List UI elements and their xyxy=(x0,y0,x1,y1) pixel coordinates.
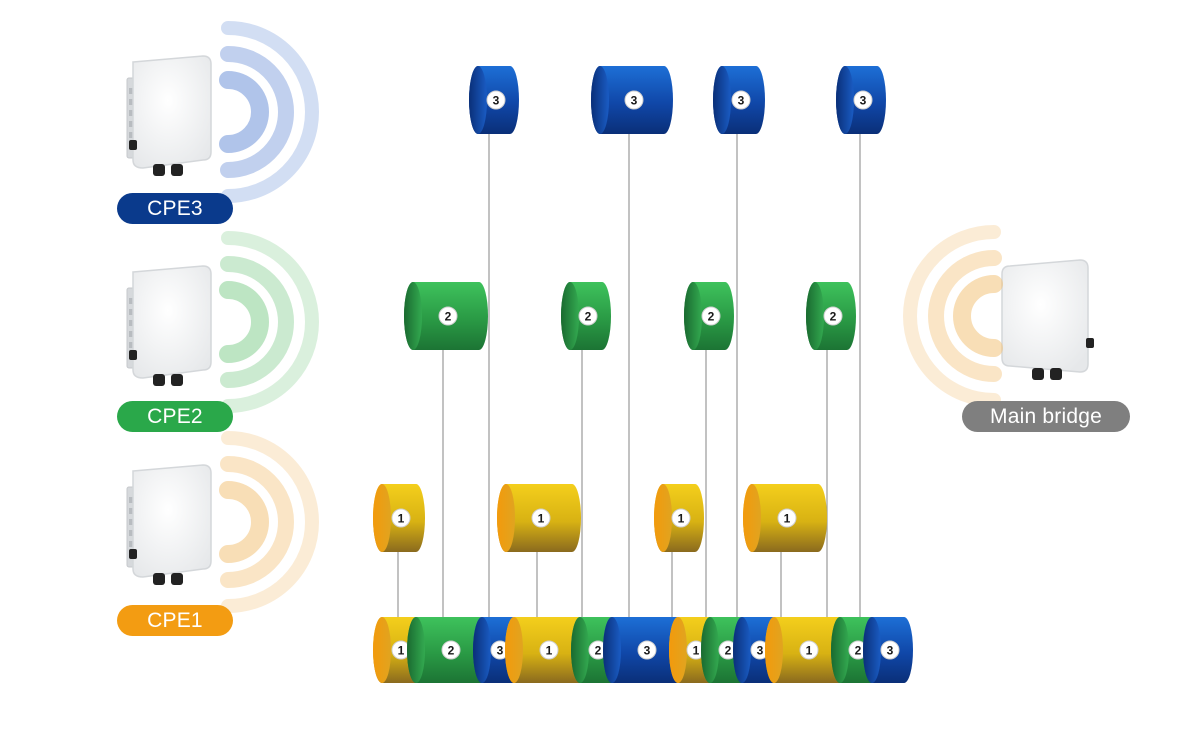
cpe2-device-icon xyxy=(126,265,212,386)
slot-number: 2 xyxy=(595,644,602,658)
cpe1-label: CPE1 xyxy=(117,605,233,636)
slot-number: 3 xyxy=(757,644,764,658)
merged-cpe2-segment: 2 xyxy=(407,617,491,683)
slot-number: 3 xyxy=(887,644,894,658)
waves-layer xyxy=(219,21,1003,613)
slot-number: 3 xyxy=(644,644,651,658)
cpe2-timeslot: 2 xyxy=(561,282,611,350)
slot-number: 1 xyxy=(678,512,685,526)
cpe1-timeslot: 1 xyxy=(373,484,425,552)
slot-number: 2 xyxy=(448,644,455,658)
cpe2-signal-waves-icon xyxy=(219,231,319,413)
cpe1-signal-waves-icon xyxy=(219,431,319,613)
slot-number: 2 xyxy=(445,310,452,324)
slot-number: 2 xyxy=(855,644,862,658)
cpe1-timeslot: 1 xyxy=(497,484,581,552)
slot-number: 2 xyxy=(725,644,732,658)
cpe2-timeslot: 2 xyxy=(806,282,856,350)
slot-number: 3 xyxy=(860,94,867,108)
main-bridge-device-icon xyxy=(1001,259,1094,380)
cpe1-timeslot: 1 xyxy=(654,484,704,552)
cpe3-timeslot: 3 xyxy=(591,66,673,134)
cpe3-timeslot-lane: 3 3 3 3 xyxy=(469,66,886,134)
slot-number: 2 xyxy=(830,310,837,324)
slot-number: 3 xyxy=(497,644,504,658)
slot-number: 1 xyxy=(398,644,405,658)
slot-number: 1 xyxy=(784,512,791,526)
cpe3-timeslot: 3 xyxy=(836,66,886,134)
merged-timeslot-stream: 1 2 3 1 2 3 1 2 3 1 2 3 xyxy=(373,617,913,683)
slot-number: 3 xyxy=(631,94,638,108)
cpe3-signal-waves-icon xyxy=(219,21,319,203)
devices-layer xyxy=(126,55,1094,585)
main-bridge-signal-waves-icon xyxy=(903,225,1003,407)
cpe2-timeslot: 2 xyxy=(684,282,734,350)
merged-cpe1-segment: 1 xyxy=(765,617,849,683)
slot-number: 1 xyxy=(693,644,700,658)
main-bridge-label: Main bridge xyxy=(962,401,1130,432)
cpe1-timeslot: 1 xyxy=(743,484,827,552)
slot-number: 1 xyxy=(546,644,553,658)
cpe3-device-icon xyxy=(126,55,212,176)
cpe1-timeslot-lane: 1 1 1 1 xyxy=(373,484,827,552)
merged-cpe3-segment: 3 xyxy=(603,617,687,683)
slot-number: 2 xyxy=(708,310,715,324)
slot-number: 1 xyxy=(538,512,545,526)
merged-cpe1-segment: 1 xyxy=(505,617,589,683)
cpe2-timeslot: 2 xyxy=(404,282,488,350)
cpe2-timeslot-lane: 2 2 2 2 xyxy=(404,282,856,350)
cpe3-timeslot: 3 xyxy=(713,66,765,134)
slot-number: 2 xyxy=(585,310,592,324)
slot-number: 1 xyxy=(806,644,813,658)
slot-number: 3 xyxy=(738,94,745,108)
cpe3-timeslot: 3 xyxy=(469,66,519,134)
slot-number: 3 xyxy=(493,94,500,108)
cpe3-label: CPE3 xyxy=(117,193,233,224)
connector-lines xyxy=(397,134,861,617)
slot-number: 1 xyxy=(398,512,405,526)
merged-cpe3-segment: 3 xyxy=(863,617,913,683)
cpe2-label: CPE2 xyxy=(117,401,233,432)
cpe1-device-icon xyxy=(126,464,212,585)
